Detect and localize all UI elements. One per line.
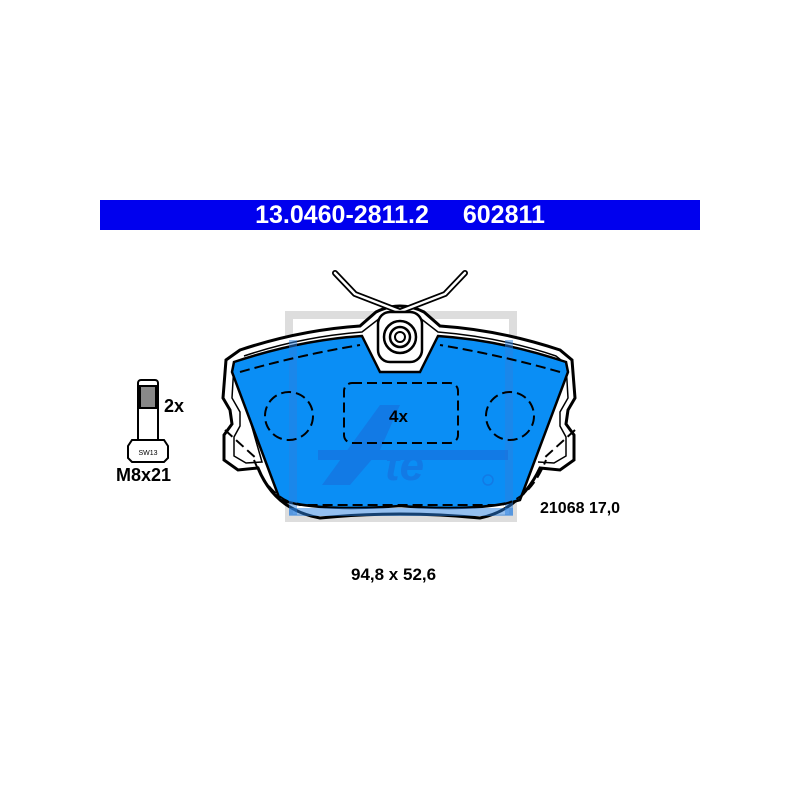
reference-number: 602811 <box>462 200 545 229</box>
part-number: 13.0460-2811.2 <box>255 200 429 229</box>
friction-pad <box>230 334 570 516</box>
bolt-size: M8x21 <box>116 465 172 485</box>
svg-text:SW13: SW13 <box>138 450 157 457</box>
spring-clip-inner <box>333 271 467 318</box>
pad-dimensions: 94,8 x 52,6 <box>351 565 437 584</box>
bolt-icon: SW13 <box>127 379 169 463</box>
bolt-quantity: 2x <box>164 396 185 416</box>
dashed-guides <box>224 344 576 506</box>
sensor-boss <box>376 310 424 364</box>
svg-text:te: te <box>385 441 424 490</box>
ate-logo-watermark: te <box>318 405 508 490</box>
pad-quantity: 4x <box>389 407 408 426</box>
code-thickness: 21068 17,0 <box>540 500 621 517</box>
part-number-banner: 13.0460-2811.2 602811 <box>100 200 700 230</box>
